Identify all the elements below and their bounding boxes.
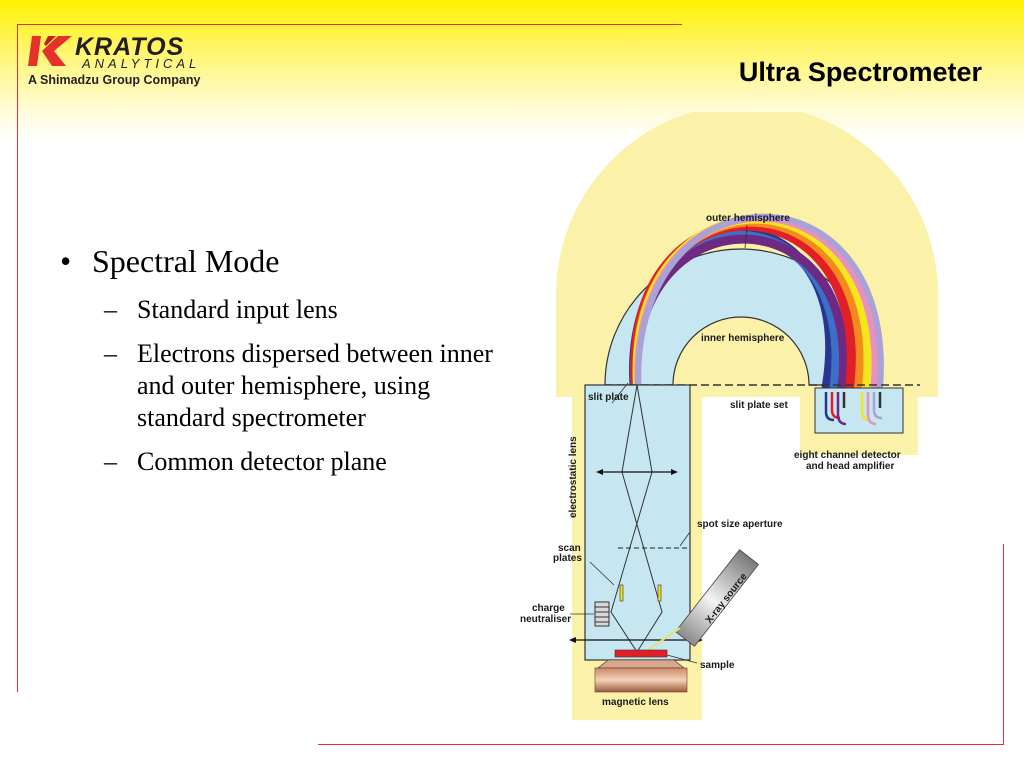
sub-item-text: Electrons dispersed between inner and ou… (137, 339, 493, 432)
label-sample: sample (700, 660, 735, 671)
bullet-list: • Spectral Mode – Standard input lens – … (60, 240, 520, 478)
sub-dash: – (104, 339, 117, 368)
charge-neutraliser-coil (594, 601, 610, 627)
detector-box (814, 387, 904, 434)
label-inner-hemisphere: inner hemisphere (701, 333, 785, 344)
sample-stage (597, 659, 685, 669)
bullet-item: • Spectral Mode (60, 240, 520, 282)
scan-plate-left (619, 584, 624, 602)
sub-dash: – (104, 447, 117, 476)
leader-lines (570, 224, 748, 664)
label-outer-hemisphere: outer hemisphere (706, 213, 790, 224)
label-charge-neutraliser-line1: charge (532, 603, 565, 614)
frame-bottom-line (318, 744, 1004, 745)
bullet-text: Spectral Mode (92, 243, 280, 279)
label-slit-plate: slit plate (588, 392, 629, 403)
frame-left-line (17, 24, 18, 692)
label-detector-line2: and head amplifier (806, 461, 894, 472)
bullet-dot: • (60, 243, 72, 279)
trajectory-lilac (634, 213, 884, 389)
label-scan-plates-line2: plates (553, 553, 582, 564)
scan-plate-right (657, 584, 662, 602)
frame-top-line (18, 24, 682, 25)
xray-source (674, 549, 760, 647)
logo-sub-name: ANALYTICAL (82, 56, 201, 71)
label-charge-neutraliser-line2: neutraliser (520, 614, 571, 625)
magnetic-lens (594, 667, 688, 693)
sample-plate (614, 649, 668, 658)
label-detector-line1: eight channel detector (794, 450, 901, 461)
kratos-logo: KRATOS ANALYTICAL A Shimadzu Group Compa… (28, 34, 228, 90)
sub-dash: – (104, 295, 117, 324)
slide-title: Ultra Spectrometer (738, 57, 982, 87)
frame-right-line (1003, 544, 1004, 745)
label-scan-plates-line1: scan (558, 543, 581, 554)
sub-item: – Standard input lens (60, 294, 520, 326)
logo-name: KRATOS (75, 33, 185, 61)
electron-trajectories (629, 213, 884, 389)
sub-item-text: Common detector plane (137, 447, 387, 476)
sub-item-text: Standard input lens (137, 295, 338, 324)
kratos-k-mark (28, 36, 72, 66)
label-slit-plate-set: slit plate set (730, 400, 788, 411)
detector-channels (824, 392, 883, 426)
label-electrostatic-lens: electrostatic lens (568, 436, 579, 518)
label-magnetic-lens: magnetic lens (602, 697, 669, 708)
label-spot-size-aperture: spot size aperture (697, 519, 783, 530)
header-gradient (0, 0, 1024, 140)
logo-tagline: A Shimadzu Group Company (28, 73, 201, 87)
sub-item: – Electrons dispersed between inner and … (60, 338, 520, 434)
spectrometer-diagram: outer hemisphere inner hemisphere slit p… (520, 112, 938, 720)
sub-item: – Common detector plane (60, 446, 520, 478)
